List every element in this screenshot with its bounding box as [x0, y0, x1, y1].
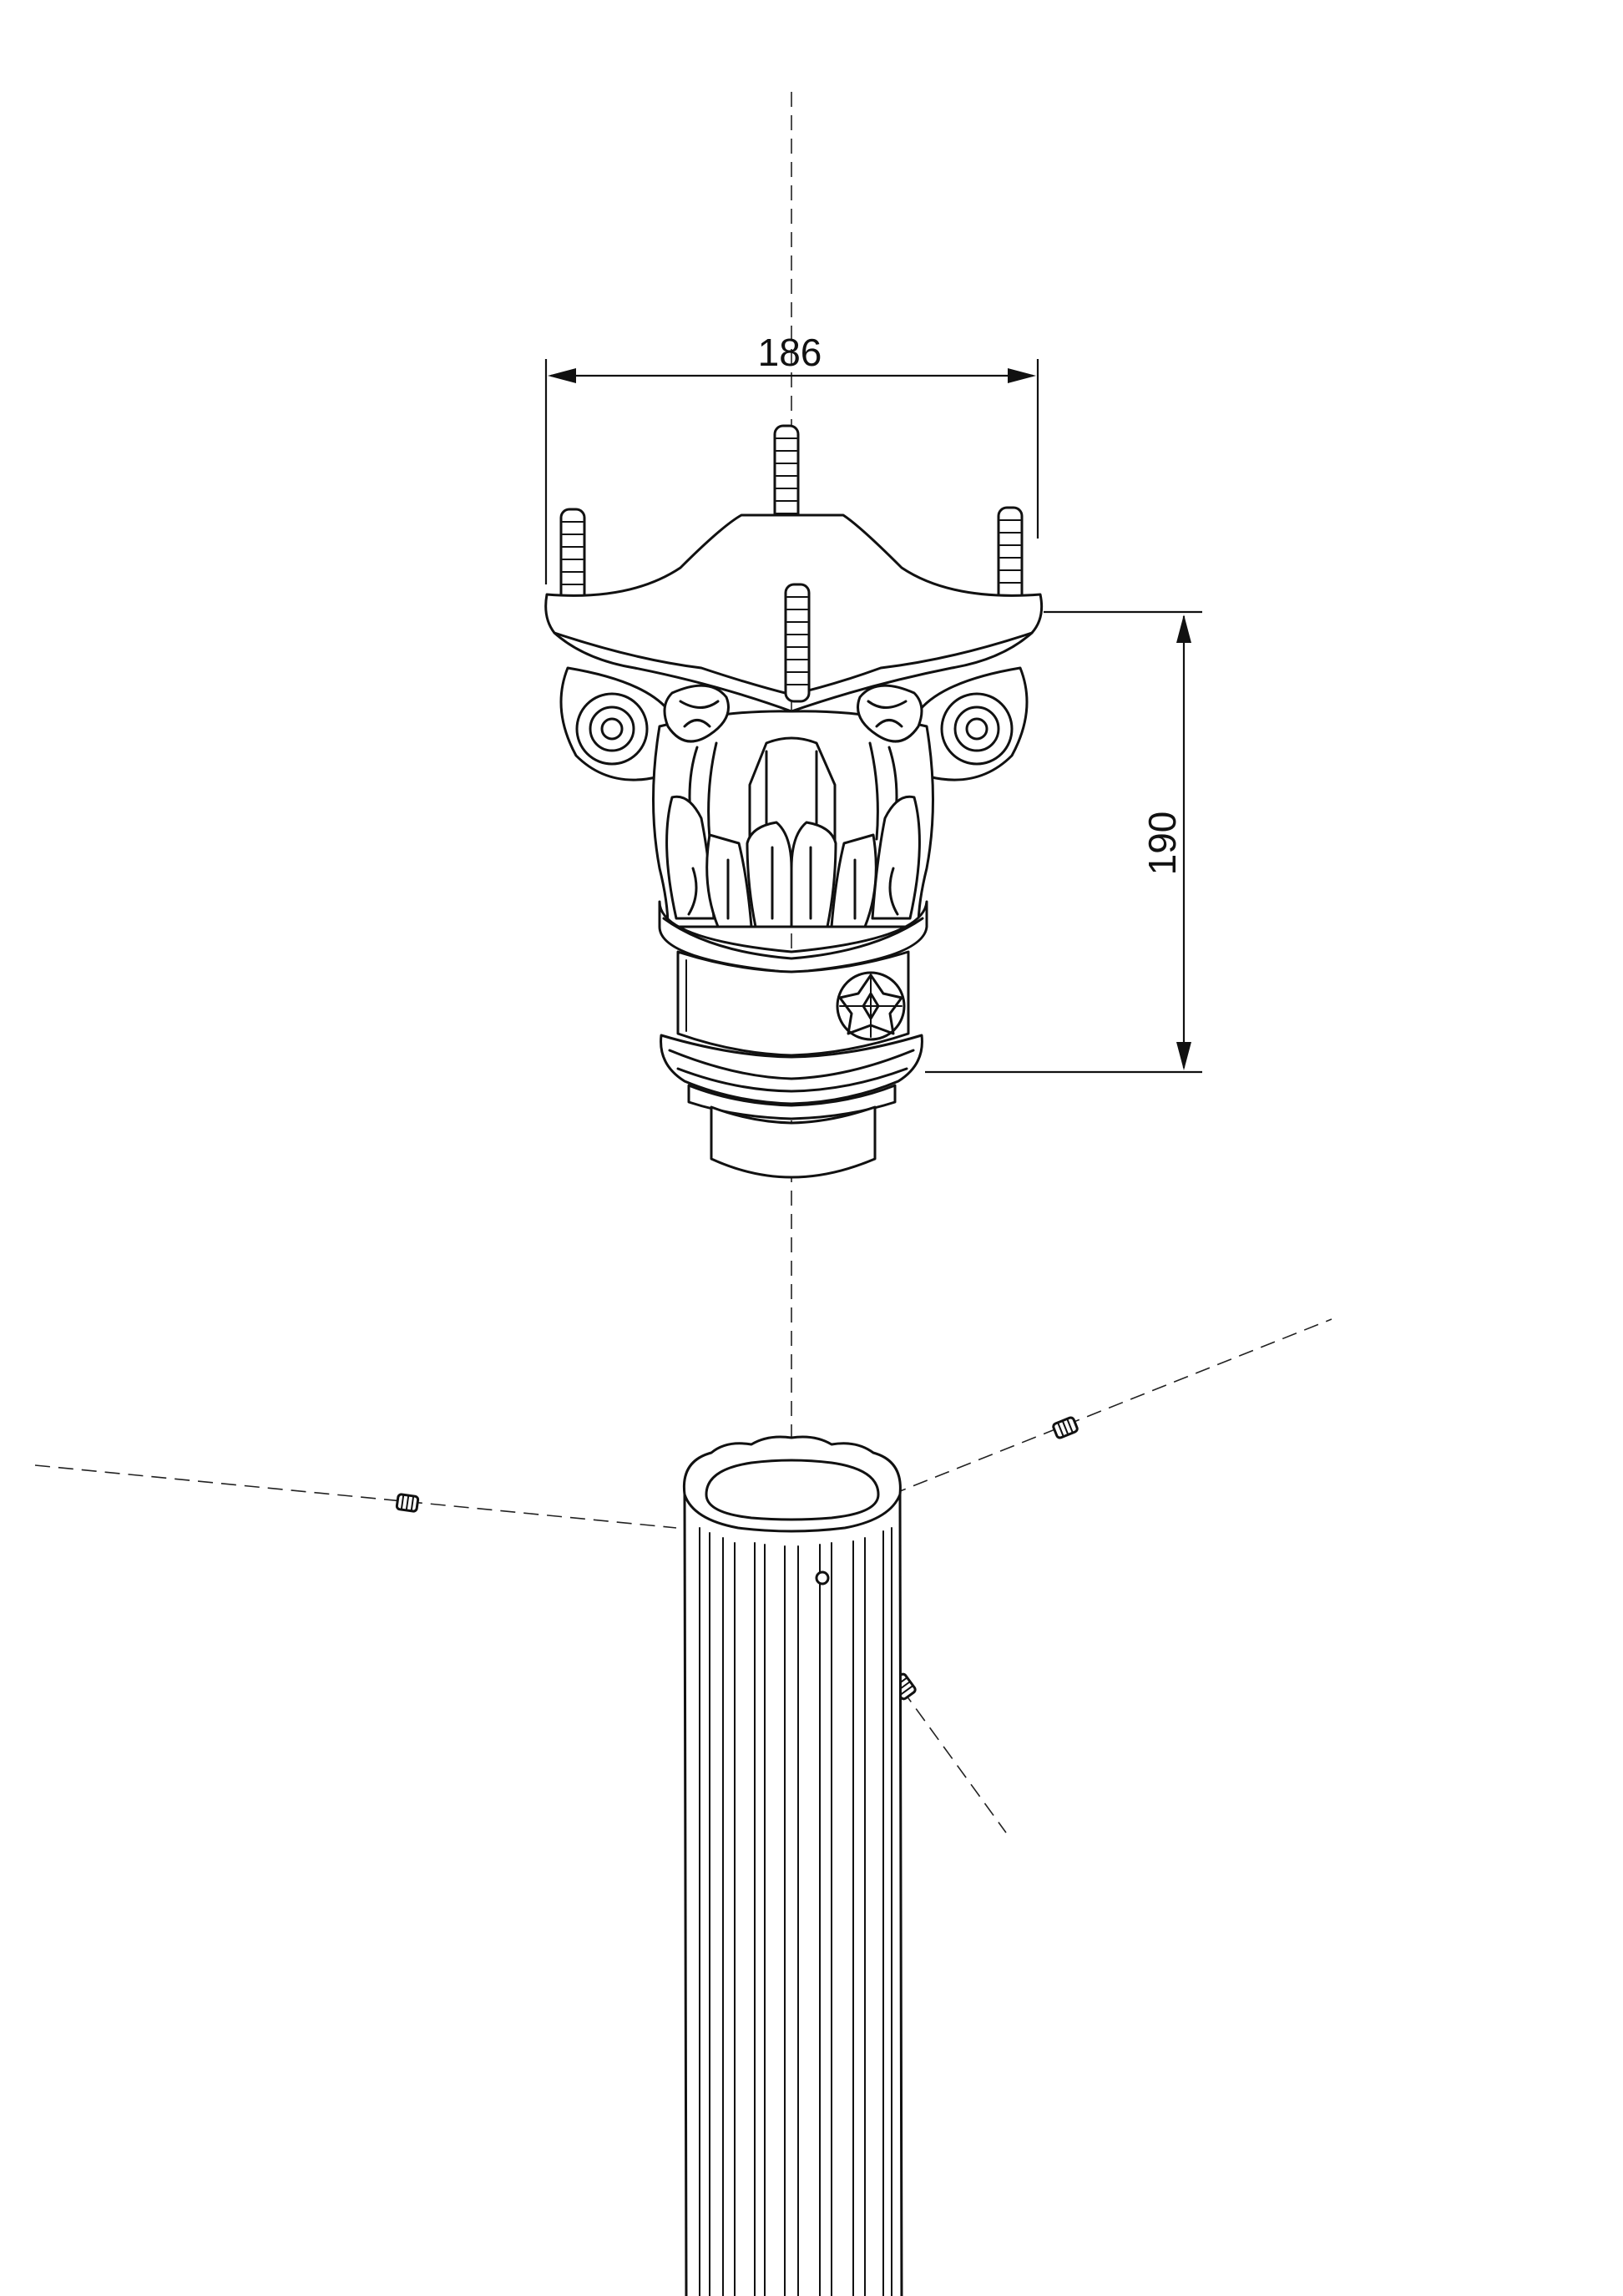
- rosette-ornament: [836, 971, 906, 1041]
- capital-base-ring: [660, 1034, 923, 1105]
- width-arrow-left: [548, 368, 576, 383]
- acanthus-leaves: [665, 795, 921, 928]
- fluted-column-shaft: [682, 1435, 903, 2296]
- capital-spigot: [710, 1105, 877, 1179]
- shaft-body: [683, 1493, 903, 2296]
- right-screw-axis-line: [891, 1318, 1332, 1495]
- capital-lower-band: [687, 1084, 897, 1120]
- column-capital: [544, 424, 1044, 1179]
- width-dimension-label: 186: [758, 331, 822, 374]
- height-dimension-label: 190: [1140, 812, 1184, 876]
- shaft-screw-hole: [815, 1570, 830, 1585]
- set-screw-left: [395, 1493, 420, 1513]
- width-arrow-right: [1008, 368, 1036, 383]
- set-screw-right: [1052, 1416, 1079, 1439]
- height-dimension: 190: [925, 610, 1202, 1074]
- shaft-bore: [705, 1459, 880, 1521]
- width-dimension: 186: [544, 331, 1039, 584]
- left-screw-axis-line: [34, 1464, 677, 1529]
- height-arrow-bottom: [1176, 1042, 1191, 1070]
- threaded-stud-front: [784, 583, 811, 703]
- shaft-flutes: [699, 1527, 892, 2296]
- height-arrow-top: [1176, 614, 1191, 643]
- caulicoli-right: [857, 684, 923, 841]
